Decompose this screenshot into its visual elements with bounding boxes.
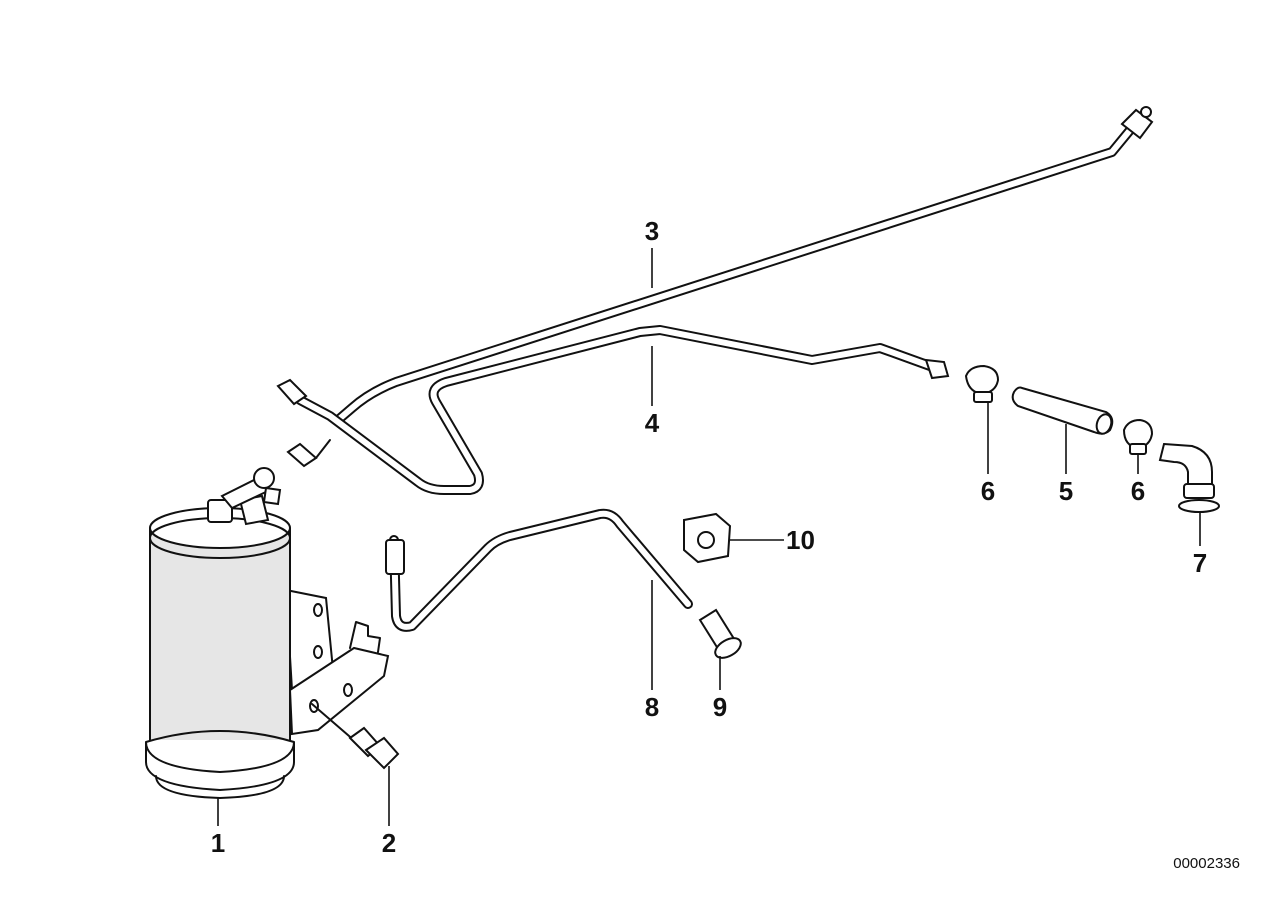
part-9-grommet: [698, 608, 742, 659]
part-6-clip-a: [964, 364, 1000, 403]
part-2-screw: [311, 703, 400, 770]
part-3-long-line: [276, 106, 1154, 495]
callout-5: 5: [1059, 476, 1073, 506]
callout-1: 1: [211, 828, 225, 858]
part-6-clip-b: [1122, 418, 1154, 455]
callout-4: 4: [645, 408, 660, 438]
callout-6b: 6: [1131, 476, 1145, 506]
callout-3: 3: [645, 216, 659, 246]
callout-7: 7: [1193, 548, 1207, 578]
callout-8: 8: [645, 692, 659, 722]
part-1-canister: [145, 467, 390, 799]
part-5-hose: [1011, 386, 1114, 435]
part-10-holder: [683, 512, 732, 564]
callout-6a: 6: [981, 476, 995, 506]
callout-9: 9: [713, 692, 727, 722]
part-8-bent-line: [385, 508, 693, 632]
callout-10: 10: [786, 525, 815, 555]
reference-number: 00002336: [1173, 855, 1240, 872]
part-7-elbow-connector: [1158, 442, 1220, 513]
leader-lines: [217, 248, 1201, 826]
callout-2: 2: [382, 828, 396, 858]
